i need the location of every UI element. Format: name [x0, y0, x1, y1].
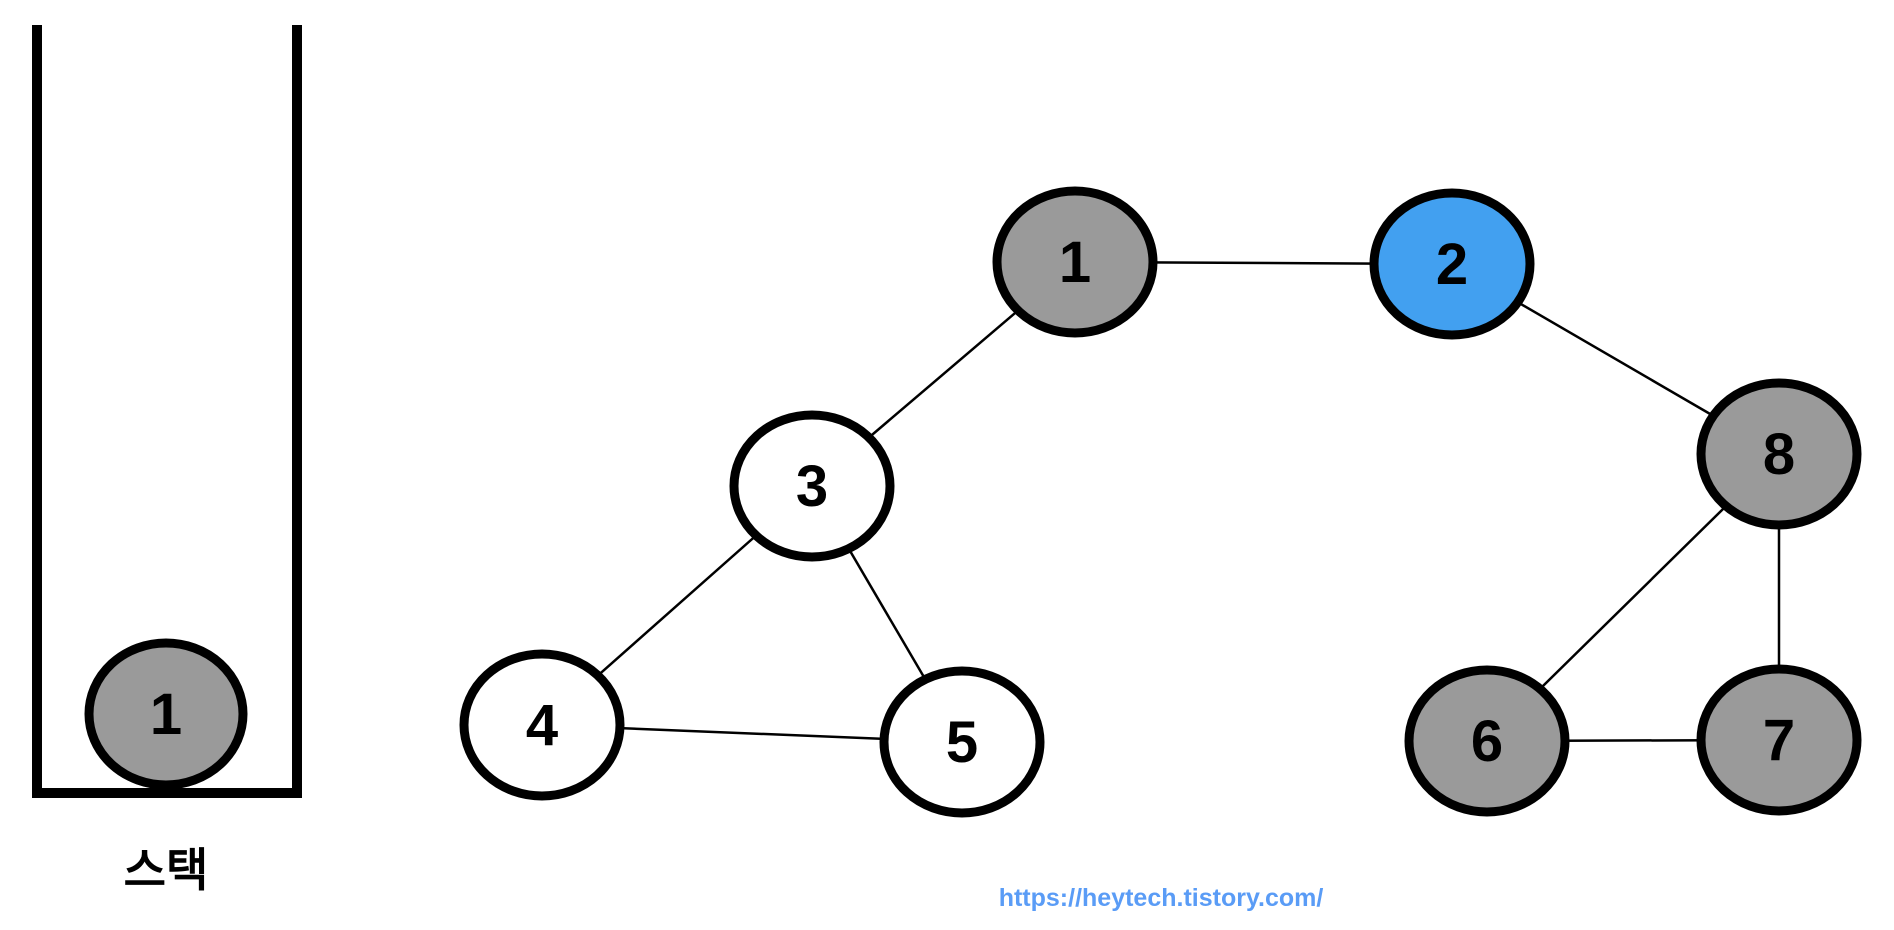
graph-nodes: 1 2 3 4 5 6 7 8 — [459, 186, 1862, 818]
graph-node-label-7: 7 — [1763, 708, 1795, 773]
graph-node-circle-3 — [729, 410, 895, 562]
graph-node-label-5: 5 — [946, 710, 978, 775]
graph-node-label-4: 4 — [526, 693, 558, 758]
graph-node-2: 2 — [1369, 188, 1535, 340]
graph-node-5: 5 — [879, 666, 1045, 818]
stack-items: 1 — [84, 638, 248, 790]
graph-node-label-1: 1 — [1059, 230, 1091, 295]
graph-node-7: 7 — [1696, 664, 1862, 816]
graph-node-4: 4 — [459, 649, 625, 801]
graph-node-circle-6 — [1404, 665, 1570, 817]
graph-container: 1 2 3 4 5 6 7 8 — [459, 186, 1862, 818]
graph-node-8: 8 — [1696, 378, 1862, 530]
graph-node-circle-7 — [1696, 664, 1862, 816]
graph-node-circle-8 — [1696, 378, 1862, 530]
graph-node-circle-2 — [1369, 188, 1535, 340]
graph-node-3: 3 — [729, 410, 895, 562]
stack-label: 스택 — [124, 844, 209, 896]
graph-node-label-6: 6 — [1471, 709, 1503, 774]
graph-node-1: 1 — [992, 186, 1158, 338]
footer-url-text: https://heytech.tistory.com/ — [999, 884, 1324, 912]
graph-node-label-3: 3 — [796, 454, 828, 519]
stack-item-1: 1 — [84, 638, 248, 790]
graph-node-circle-1 — [992, 186, 1158, 338]
graph-node-6: 6 — [1404, 665, 1570, 817]
stack-item-circle — [84, 638, 248, 790]
graph-node-circle-5 — [879, 666, 1045, 818]
stack-outline — [32, 25, 302, 798]
stack-container: 1 스택 — [32, 25, 302, 896]
graph-node-label-8: 8 — [1763, 422, 1795, 487]
graph-node-circle-4 — [459, 649, 625, 801]
graph-node-label-2: 2 — [1436, 232, 1468, 297]
graph-edges — [541, 260, 1781, 744]
stack-item-value: 1 — [150, 682, 182, 747]
